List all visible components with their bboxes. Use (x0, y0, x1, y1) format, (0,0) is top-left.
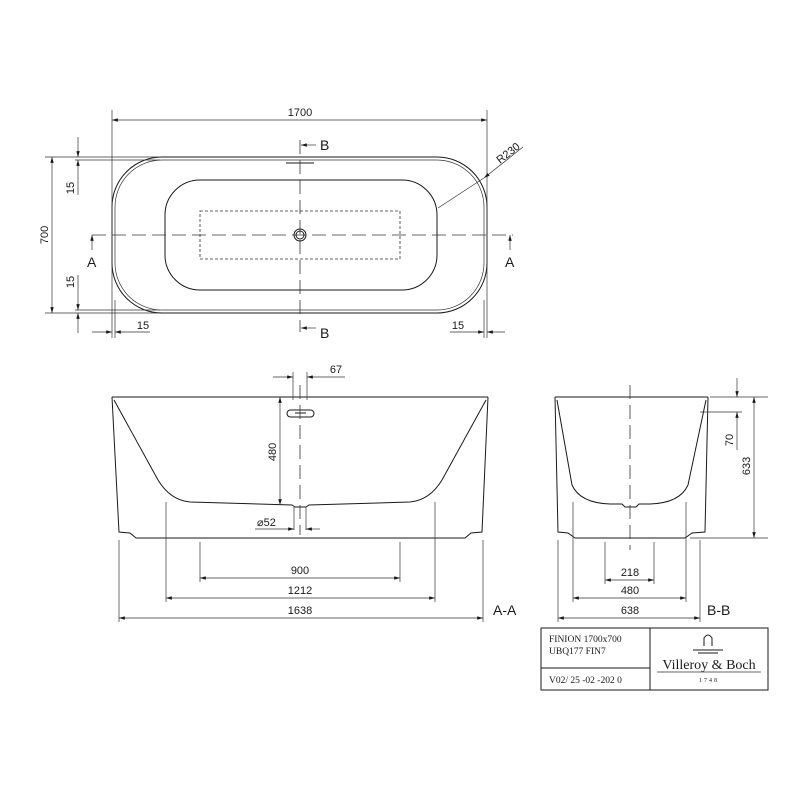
dim-base-length: 1638 (288, 605, 312, 617)
dim-rim-top: 15 (65, 182, 77, 194)
tub-outer-profile (111, 396, 489, 539)
dim-rim-bottom: 15 (65, 276, 77, 288)
dim-feet-mid: 1212 (288, 585, 312, 597)
dim-width: 700 (39, 226, 51, 244)
dim-drain-diameter: ⌀52 (257, 517, 276, 529)
dim-length: 1700 (288, 107, 312, 119)
radius-leader (483, 146, 524, 179)
section-a-a: 67 480 ⌀52 900 1212 1638 A-A (111, 364, 517, 622)
dim-height: 633 (741, 457, 753, 475)
brand-logo-icon (693, 634, 723, 654)
version-date: V02/ 25 -02 -202 0 (549, 676, 622, 686)
dim-feet-inner: 900 (291, 565, 309, 577)
title-block: FINION 1700x700 UBQ177 FIN7 V02/ 25 -02 … (540, 627, 769, 691)
brand-name: Villeroy & Boch (662, 658, 755, 673)
section-label-bb: B-B (707, 602, 730, 618)
dim-depth: 480 (267, 443, 279, 461)
title-block-frame (540, 627, 769, 691)
tub-outer-profile (554, 396, 709, 539)
tub-inner-profile (113, 399, 487, 508)
dim-radius: R230 (494, 141, 522, 167)
top-view: 1700 700 15 15 15 15 R230 B B A (39, 107, 524, 341)
overflow-icon (286, 409, 315, 418)
dim-base-width: 638 (621, 605, 639, 617)
dim-rim-left: 15 (137, 320, 149, 332)
radius-leader (437, 177, 485, 209)
product-name: FINION 1700x700 (549, 635, 622, 645)
dim-rim-height: 70 (724, 434, 736, 446)
tub-inner-profile (556, 399, 707, 508)
section-label-aa: A-A (493, 602, 517, 618)
section-a-right: A (505, 254, 515, 270)
dim-overflow-width: 67 (330, 364, 342, 376)
section-b-top: B (320, 137, 329, 153)
brand-year: 1748 (699, 678, 719, 684)
product-code: UBQ177 FIN7 (549, 647, 606, 657)
section-a-left: A (87, 254, 97, 270)
dim-feet-mid: 480 (621, 585, 639, 597)
dim-rim-right: 15 (452, 320, 464, 332)
section-b-b: 218 480 638 B-B 633 70 (554, 378, 768, 622)
section-b-bottom: B (320, 325, 329, 341)
dim-feet-inner: 218 (621, 567, 639, 579)
